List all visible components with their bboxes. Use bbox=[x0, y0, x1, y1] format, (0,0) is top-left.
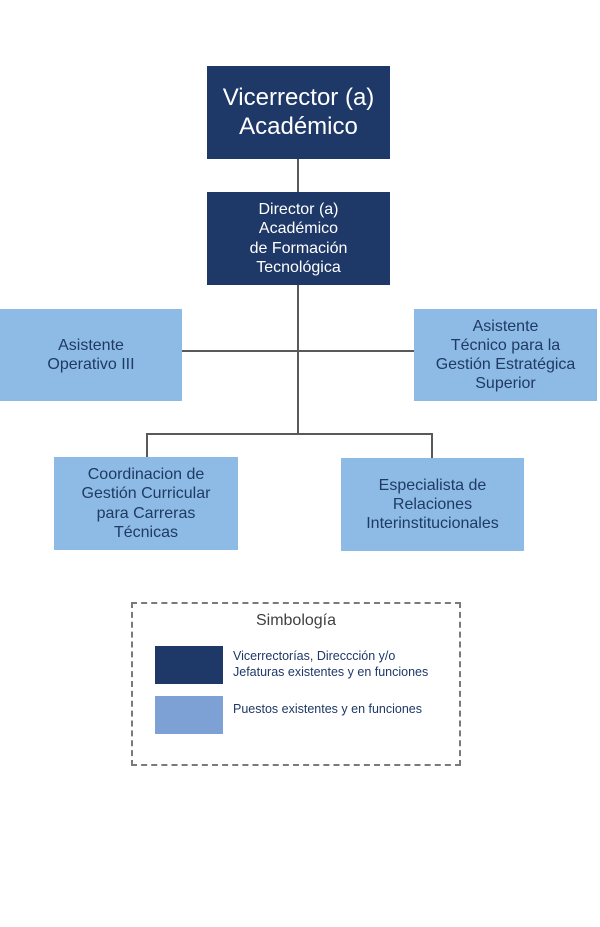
node-label: Coordinacion de Gestión Curricular para … bbox=[81, 466, 211, 541]
connector-director-trunk bbox=[297, 285, 299, 434]
connector-vicerrector-director bbox=[297, 159, 299, 192]
node-label: Director (a) Académico de Formación Tecn… bbox=[249, 201, 348, 276]
connector-bottom-horizontal bbox=[146, 433, 433, 435]
node-label: Asistente Técnico para la Gestión Estrat… bbox=[435, 317, 576, 393]
node-coordinacion-gestion-curricular: Coordinacion de Gestión Curricular para … bbox=[54, 457, 238, 550]
legend-swatch-light bbox=[155, 696, 223, 734]
node-asistente-operativo: Asistente Operativo III bbox=[0, 309, 182, 401]
node-asistente-tecnico: Asistente Técnico para la Gestión Estrat… bbox=[414, 309, 597, 401]
legend-swatch-dark bbox=[155, 646, 223, 684]
connector-to-coordinacion bbox=[146, 433, 148, 457]
legend-label-dark: Vicerrectorías, Direccción y/o Jefaturas… bbox=[233, 649, 429, 680]
node-vicerrector-academico: Vicerrector (a) Académico bbox=[207, 66, 390, 159]
connector-asistentes-horizontal bbox=[182, 350, 414, 352]
connector-to-especialista bbox=[431, 433, 433, 458]
node-label: Vicerrector (a) Académico bbox=[222, 83, 375, 140]
node-label: Asistente Operativo III bbox=[47, 336, 135, 373]
legend-title: Simbología bbox=[255, 612, 337, 629]
legend: Simbología Vicerrectorías, Direccción y/… bbox=[131, 602, 461, 766]
legend-label-light: Puestos existentes y en funciones bbox=[233, 702, 423, 716]
node-label: Especialista de Relaciones Interinstituc… bbox=[366, 476, 499, 533]
node-especialista-relaciones: Especialista de Relaciones Interinstituc… bbox=[341, 458, 524, 551]
node-director-academico: Director (a) Académico de Formación Tecn… bbox=[207, 192, 390, 285]
